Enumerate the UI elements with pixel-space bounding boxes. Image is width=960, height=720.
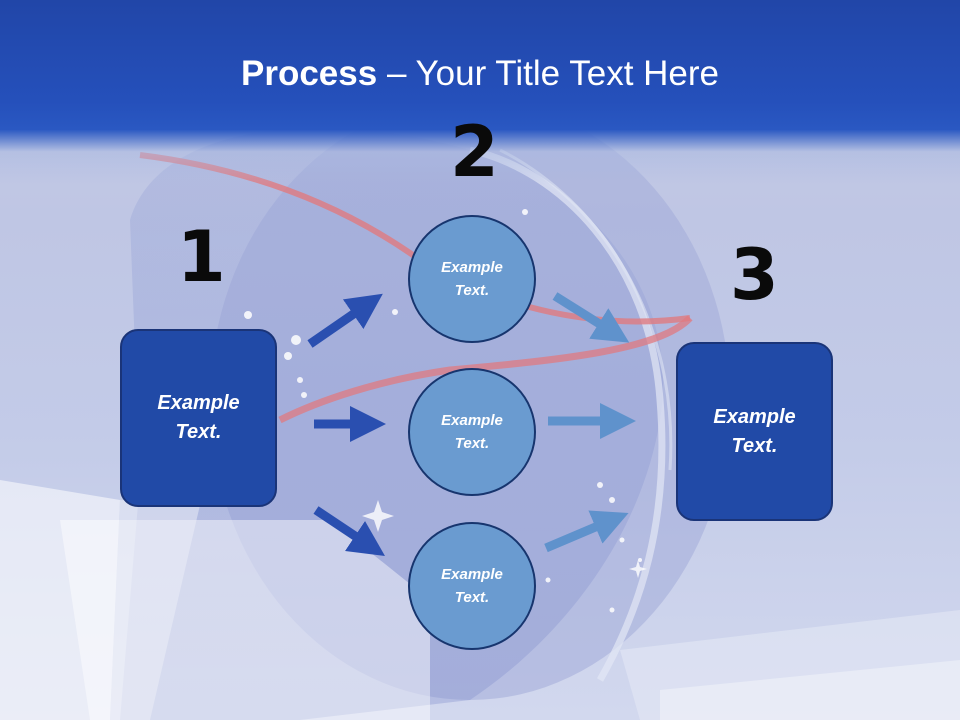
step-3-text: Example Text. xyxy=(713,405,796,457)
arrow-bottom-to-3 xyxy=(544,510,629,553)
arrow-top-to-3 xyxy=(552,292,630,343)
title-rest: – Your Title Text Here xyxy=(377,54,719,93)
circle-middle-text: Example Text. xyxy=(441,412,503,452)
step-1-text: Example Text. xyxy=(157,392,240,443)
circle-top: Example Text. xyxy=(408,215,536,343)
circle-top-text: Example Text. xyxy=(441,259,503,299)
circle-bottom-text: Example Text. xyxy=(441,566,503,606)
step-1-box: Example Text. xyxy=(120,329,277,507)
title-bold: Process xyxy=(241,54,378,93)
arrow-1-to-top xyxy=(307,293,383,348)
arrow-1-to-bottom xyxy=(313,506,385,556)
step-number-3: 3 xyxy=(730,234,779,316)
circle-bottom: Example Text. xyxy=(408,522,536,650)
step-3-box: Example Text. xyxy=(676,342,833,521)
step-number-2: 2 xyxy=(450,111,499,193)
step-number-1: 1 xyxy=(177,216,226,298)
circle-middle: Example Text. xyxy=(408,368,536,496)
slide-title: Process – Your Title Text Here xyxy=(0,52,960,96)
title-band xyxy=(0,0,960,185)
